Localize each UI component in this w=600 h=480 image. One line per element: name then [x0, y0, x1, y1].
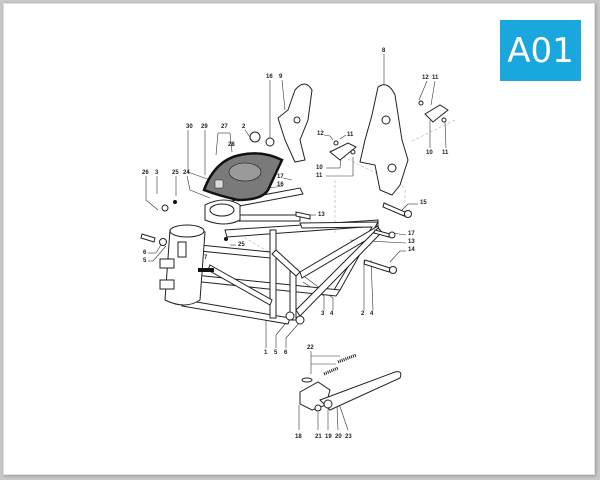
bolts — [140, 200, 412, 325]
callout-23: 23 — [345, 434, 352, 440]
callout-2: 2 — [242, 124, 246, 130]
section-code-badge: A01 — [500, 20, 581, 81]
callout-4-right: 4 — [370, 311, 374, 317]
callout-22: 22 — [307, 345, 314, 351]
callout-9: 9 — [279, 74, 283, 80]
footpeg-bracket-left — [265, 83, 313, 163]
frame-tubes — [181, 187, 383, 325]
steering-head — [159, 199, 241, 306]
callout-5: 5 — [143, 258, 147, 264]
callout-3-low: 3 — [321, 311, 325, 317]
callout-26: 26 — [142, 170, 149, 176]
callout-11-low: 11 — [316, 173, 323, 179]
callout-17-right: 17 — [408, 231, 415, 237]
callout-6: 6 — [143, 250, 147, 256]
callout-27: 27 — [221, 124, 228, 130]
small-brackets — [329, 100, 449, 161]
callout-30: 30 — [186, 124, 193, 130]
callout-17: 17 — [277, 174, 284, 180]
callout-16-top: 16 — [266, 74, 273, 80]
callout-28: 28 — [228, 142, 235, 148]
page-frame — [3, 3, 595, 475]
callout-16: 16 — [277, 182, 284, 188]
callout-29: 29 — [201, 124, 208, 130]
callout-25-low: 25 — [238, 242, 245, 248]
callout-7: 7 — [204, 255, 208, 261]
callout-25: 25 — [172, 170, 179, 176]
callout-10-right: 10 — [426, 150, 433, 156]
callout-12: 12 — [422, 75, 429, 81]
callout-2-low: 2 — [361, 311, 365, 317]
callout-13: 13 — [318, 212, 325, 218]
callout-21: 21 — [315, 434, 322, 440]
callout-12-mid: 12 — [317, 131, 324, 137]
callout-3: 3 — [155, 170, 159, 176]
callout-11-right: 11 — [442, 150, 449, 156]
callout-5-low: 5 — [274, 350, 278, 356]
footpeg-bracket-right — [359, 84, 409, 196]
callout-6-low: 6 — [284, 350, 288, 356]
callout-11: 11 — [432, 75, 439, 81]
callout-11-mid: 11 — [347, 132, 354, 138]
callout-18: 18 — [295, 434, 302, 440]
callout-13-right: 13 — [408, 239, 415, 245]
callout-1: 1 — [264, 350, 268, 356]
callout-labels: 30 29 27 28 2 26 3 25 24 17 16 16 9 8 12… — [142, 48, 449, 440]
callout-8: 8 — [382, 48, 386, 54]
callout-10: 10 — [316, 165, 323, 171]
side-stand — [299, 353, 402, 412]
callout-4: 4 — [330, 311, 334, 317]
cover-panel — [202, 131, 284, 202]
callout-24: 24 — [183, 170, 190, 176]
callout-19: 19 — [325, 434, 332, 440]
callout-14: 14 — [408, 247, 415, 253]
callout-15: 15 — [420, 200, 427, 206]
callout-20: 20 — [335, 434, 342, 440]
